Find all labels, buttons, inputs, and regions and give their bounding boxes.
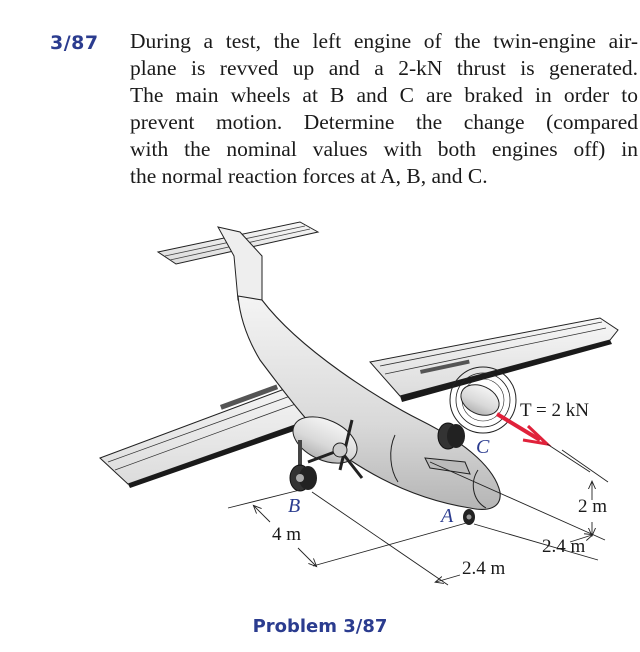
wheel-A [463,509,475,525]
problem-line: with the nominal values with both engine… [130,137,638,161]
airplane-figure: T = 2 kN B A C 4 m 2.4 m 2.4 m 2 m [99,221,619,586]
cockpit-window [424,457,471,475]
right-engine [449,366,517,434]
label-A: A [439,505,454,527]
right-wing [369,317,619,402]
problem-line: During a test, the left engine of the tw… [130,29,638,53]
thrust-arrow [495,412,591,473]
problem-line: prevent motion. Determine the change (co… [130,110,638,134]
problem-line: plane is revved up and a 2-kN thrust is … [130,56,638,80]
door-outline [390,434,399,483]
dim-2-4m-right: 2.4 m [542,536,586,557]
problem-number: 3/87 [50,32,99,54]
label-B: B [288,495,300,517]
nose-cone-line [472,469,487,509]
dimension-lines [227,449,609,586]
figure-caption: Problem 3/87 [252,616,388,637]
label-C: C [476,436,490,458]
dim-2-4m-left: 2.4 m [462,558,506,579]
dim-2m: 2 m [578,496,607,517]
thrust-label: T = 2 kN [520,400,589,421]
problem-text: During a test, the left engine of the tw… [130,28,638,190]
problem-line: the normal reaction forces at A, B, and … [130,164,488,188]
fuselage [237,295,501,510]
left-engine [292,416,364,479]
dim-4m: 4 m [272,524,301,545]
wheel-B [289,440,317,492]
wheel-C [437,422,465,450]
problem-line: The main wheels at B and C are braked in… [130,83,638,107]
